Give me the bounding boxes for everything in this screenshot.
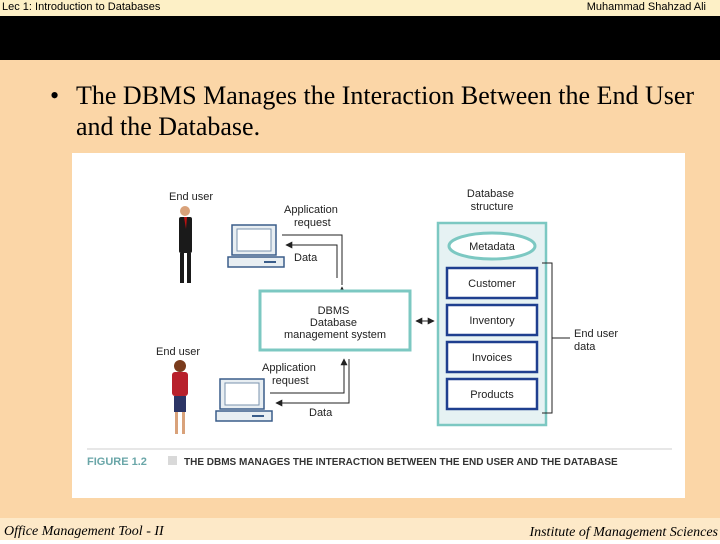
table-inventory (445, 303, 539, 337)
table-inventory-label: Inventory (469, 315, 515, 327)
table-invoices (445, 340, 539, 374)
computer-icon-bottom (215, 378, 273, 422)
caption-marker (168, 456, 177, 465)
end-user-bottom-label: End user (156, 346, 200, 358)
bullet-dot: • (50, 81, 60, 110)
author-name: Muhammad Shahzad Ali (586, 1, 706, 13)
app-request-bottom-arrow (270, 358, 348, 394)
caption-number: FIGURE 1.2 (87, 456, 147, 468)
bullet-point: • The DBMS Manages the Interaction Betwe… (50, 80, 700, 142)
header-bar: Lec 1: Introduction to Databases Muhamma… (0, 0, 720, 16)
metadata-label: Metadata (469, 241, 516, 253)
table-customer (445, 266, 539, 300)
db-structure-label: Database structure (467, 188, 517, 213)
title-band (0, 16, 720, 60)
data-bottom-label: Data (309, 407, 333, 419)
metadata-node (447, 231, 537, 261)
bullet-text: The DBMS Manages the Interaction Between… (76, 81, 695, 141)
table-customer-label: Customer (468, 278, 516, 290)
dbms-diagram: End user Application request Data (87, 188, 672, 468)
institute-name: Institute of Management Sciences (529, 525, 718, 540)
footer-bar: Office Management Tool - II Institute of… (0, 518, 720, 540)
table-products-label: Products (470, 389, 514, 401)
app-request-bottom-label: Application request (262, 362, 319, 387)
table-invoices-label: Invoices (472, 352, 513, 364)
dbms-box (258, 289, 412, 352)
course-name: Office Management Tool - II (4, 524, 164, 539)
businesswoman-icon (172, 360, 188, 434)
app-request-top-arrow (282, 234, 343, 285)
lecture-title: Lec 1: Introduction to Databases (2, 1, 161, 13)
app-request-top-label: Application request (284, 204, 341, 229)
end-user-top-label: End user (169, 191, 213, 203)
data-top-label: Data (294, 252, 318, 264)
data-top-arrow (285, 241, 338, 278)
dbms-label: DBMS Database management system (284, 305, 386, 341)
end-user-data-label: End user data (574, 328, 621, 353)
table-products (445, 377, 539, 411)
caption-text: THE DBMS MANAGES THE INTERACTION BETWEEN… (184, 457, 618, 468)
businessman-icon (179, 206, 192, 283)
dbms-figure: End user Application request Data (72, 153, 685, 498)
computer-icon-top (227, 224, 285, 268)
data-bottom-arrow (275, 359, 350, 407)
